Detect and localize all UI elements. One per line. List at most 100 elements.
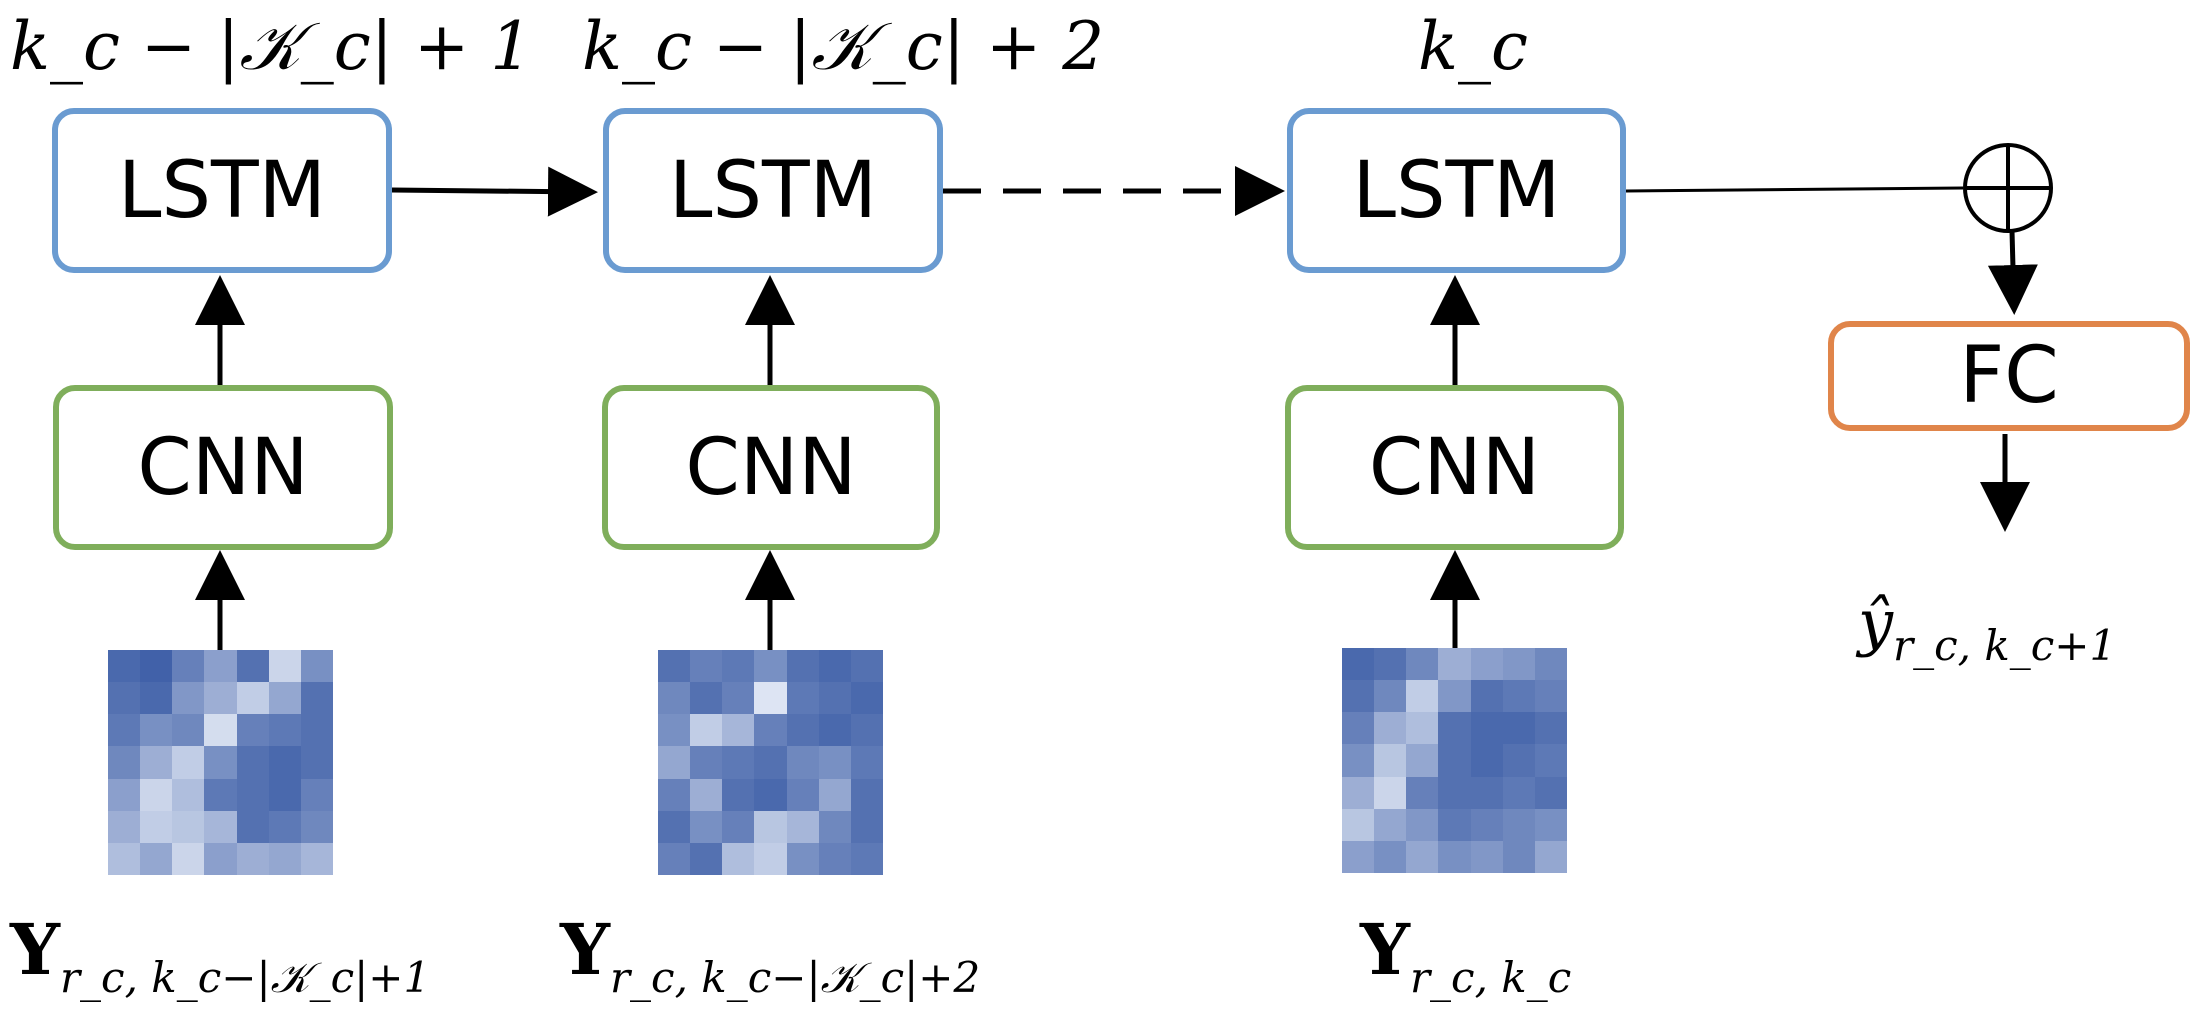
sum-icon [1963, 143, 2053, 233]
heatmap-cell [722, 682, 755, 715]
heatmap-cell [1470, 680, 1503, 713]
heatmap-cell [1534, 680, 1567, 713]
heatmap-cell [850, 714, 883, 747]
heatmap-cell [1342, 648, 1375, 681]
heatmap-cell [108, 682, 141, 715]
heatmap-cell [1502, 776, 1535, 809]
heatmap-cell [268, 714, 301, 747]
heatmap-cell [658, 650, 691, 683]
heatmap-cell [722, 810, 755, 843]
heatmap-cell [690, 746, 723, 779]
heatmap-cell [1470, 776, 1503, 809]
heatmap-cell [236, 682, 269, 715]
heatmap-cell [204, 778, 237, 811]
heatmap-cell [1374, 680, 1407, 713]
input-heatmap-step1 [108, 650, 333, 875]
heatmap-cell [754, 810, 787, 843]
heatmap-cell [1406, 776, 1439, 809]
heatmap-cell [850, 746, 883, 779]
arrow-lstm1-to-lstm2 [391, 166, 598, 217]
heatmap-cell [754, 778, 787, 811]
heatmap-cell [236, 778, 269, 811]
heatmap-cell [1502, 840, 1535, 873]
heatmap-cell [268, 810, 301, 843]
heatmap-cell [818, 778, 851, 811]
heatmap-cell [204, 714, 237, 747]
cnn-box-step3: CNN [1285, 385, 1624, 550]
heatmap-cell [236, 650, 269, 683]
heatmap-cell [658, 714, 691, 747]
heatmap-cell [690, 778, 723, 811]
heatmap-cell [1374, 776, 1407, 809]
heatmap-cell [850, 682, 883, 715]
heatmap-cell [204, 810, 237, 843]
heatmap-cell [786, 746, 819, 779]
heatmap-cell [754, 842, 787, 875]
heatmap-cell [722, 842, 755, 875]
heatmap-cell [850, 778, 883, 811]
heatmap-cell [754, 650, 787, 683]
heatmap-cell [172, 650, 205, 683]
heatmap-cell [172, 714, 205, 747]
heatmap-cell [1374, 744, 1407, 777]
arrow-sum-to-fc [1987, 230, 2038, 315]
heatmap-cell [1470, 712, 1503, 745]
heatmap-cell [1502, 808, 1535, 841]
heatmap-cell [172, 810, 205, 843]
heatmap-cell [300, 810, 333, 843]
heatmap-cell [754, 746, 787, 779]
heatmap-cell [1534, 840, 1567, 873]
heatmap-cell [236, 842, 269, 875]
lstm-box-step1: LSTM [52, 108, 392, 273]
input-label-step1: Yr_c, k_c−|𝒦_c|+1 [10, 908, 431, 1002]
heatmap-cell [140, 842, 173, 875]
heatmap-cell [108, 650, 141, 683]
heatmap-cell [300, 842, 333, 875]
heatmap-cell [1438, 808, 1471, 841]
heatmap-cell [1534, 776, 1567, 809]
heatmap-cell [722, 714, 755, 747]
heatmap-cell [754, 714, 787, 747]
heatmap-cell [786, 650, 819, 683]
heatmap-cell [658, 810, 691, 843]
heatmap-cell [108, 842, 141, 875]
heatmap-cell [818, 746, 851, 779]
heatmap-cell [108, 746, 141, 779]
heatmap-cell [658, 778, 691, 811]
heatmap-cell [236, 746, 269, 779]
heatmap-cell [722, 778, 755, 811]
heatmap-cell [658, 842, 691, 875]
heatmap-cell [1374, 648, 1407, 681]
heatmap-cell [1342, 744, 1375, 777]
heatmap-cell [1534, 744, 1567, 777]
heatmap-cell [818, 810, 851, 843]
heatmap-cell [786, 714, 819, 747]
heatmap-cell [1342, 808, 1375, 841]
heatmap-cell [1438, 744, 1471, 777]
heatmap-cell [108, 778, 141, 811]
heatmap-cell [1342, 776, 1375, 809]
heatmap-cell [818, 714, 851, 747]
heatmap-cell [1406, 840, 1439, 873]
heatmap-cell [300, 746, 333, 779]
heatmap-cell [818, 682, 851, 715]
heatmap-cell [108, 810, 141, 843]
heatmap-cell [268, 842, 301, 875]
time-label-step2: k_c − |𝒦_c| + 2 [582, 8, 1105, 85]
heatmap-cell [140, 810, 173, 843]
input-label-step3: Yr_c, k_c [1360, 908, 1572, 1002]
heatmap-cell [850, 650, 883, 683]
heatmap-cell [786, 810, 819, 843]
heatmap-cell [1438, 840, 1471, 873]
heatmap-cell [236, 714, 269, 747]
output-label: ŷr_c, k_c+1 [1858, 586, 2117, 670]
heatmap-cell [172, 746, 205, 779]
input-heatmap-step3 [1342, 648, 1567, 873]
fc-box: FC [1828, 321, 2190, 431]
heatmap-cell [1438, 648, 1471, 681]
heatmap-cell [754, 682, 787, 715]
heatmap-cell [690, 650, 723, 683]
heatmap-cell [1406, 744, 1439, 777]
